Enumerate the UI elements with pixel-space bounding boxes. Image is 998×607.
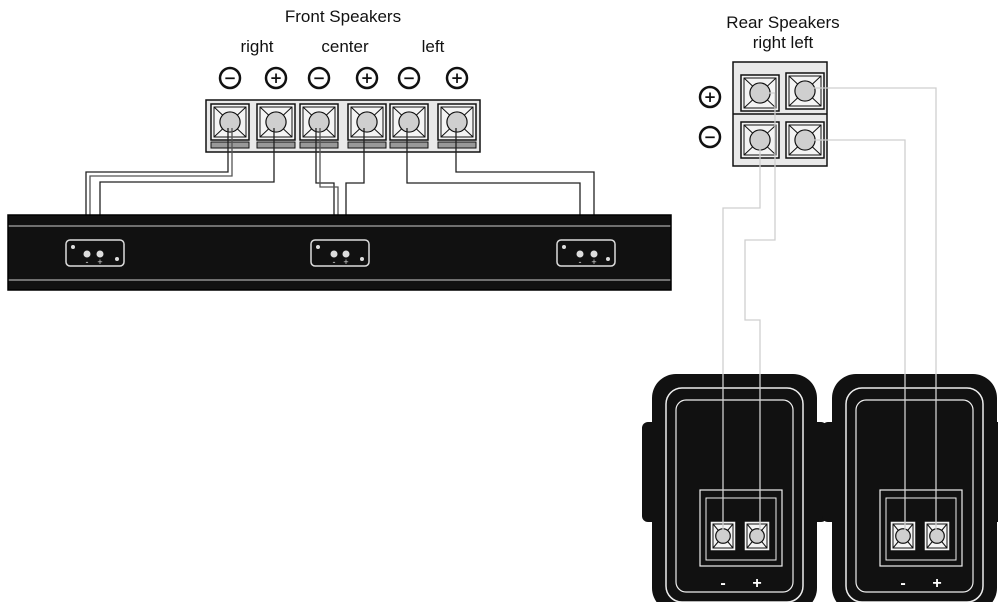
front-polarity-minus-1-icon: − xyxy=(218,66,242,90)
front-terminal-6 xyxy=(437,103,477,141)
rear-speaker-left-terminal-minus xyxy=(889,520,917,552)
front-terminal-3 xyxy=(299,103,339,141)
svg-text:-: - xyxy=(579,257,582,267)
rear-speaker-left-plus-label: + xyxy=(932,575,941,592)
svg-text:+: + xyxy=(97,257,102,267)
rear-polarity-minus-icon: − xyxy=(698,125,722,149)
rear-speaker-right-plus-label: + xyxy=(752,575,761,592)
front-terminal-5 xyxy=(389,103,429,141)
front-label-left: left xyxy=(422,37,445,56)
front-speakers-title: Front Speakers xyxy=(285,7,401,26)
front-terminal-block xyxy=(205,99,481,153)
front-polarity-plus-2-icon: + xyxy=(355,66,379,90)
rear-wires xyxy=(722,87,937,535)
rear-speaker-right-terminal-plus xyxy=(743,520,771,552)
svg-text:−: − xyxy=(403,69,416,87)
rear-speaker-left-terminal-plus xyxy=(923,520,951,552)
rear-speaker-left-minus-label: - xyxy=(900,575,905,592)
rear-terminal-left-plus xyxy=(785,72,825,110)
rear-polarity-plus-icon: + xyxy=(698,85,722,109)
svg-text:-: - xyxy=(86,257,89,267)
svg-text:−: − xyxy=(704,128,717,146)
bar-terminal-right: - + xyxy=(65,239,125,267)
svg-text:+: + xyxy=(451,69,464,87)
svg-text:+: + xyxy=(343,257,348,267)
rear-speaker-right-minus-label: - xyxy=(720,575,725,592)
front-polarity-minus-2-icon: − xyxy=(307,66,331,90)
svg-text:+: + xyxy=(591,257,596,267)
rear-speakers-title: Rear Speakers xyxy=(726,13,839,32)
rear-terminal-block xyxy=(732,61,828,167)
front-polarity-minus-3-icon: − xyxy=(397,66,421,90)
front-label-center: center xyxy=(321,37,369,56)
rear-speaker-right: -+ xyxy=(642,374,827,607)
front-polarity-plus-3-icon: + xyxy=(445,66,469,90)
bar-terminal-left: - + xyxy=(556,239,616,267)
svg-text:-: - xyxy=(333,257,336,267)
rear-speaker-left: -+ xyxy=(822,374,998,607)
svg-text:+: + xyxy=(361,69,374,87)
svg-text:+: + xyxy=(270,69,283,87)
front-label-right: right xyxy=(240,37,273,56)
front-terminal-2 xyxy=(256,103,296,141)
front-polarity-plus-1-icon: + xyxy=(264,66,288,90)
rear-speakers-subtitle: right left xyxy=(753,33,814,52)
bar-terminal-center: - + xyxy=(310,239,370,267)
svg-text:+: + xyxy=(704,88,717,106)
svg-text:−: − xyxy=(313,69,326,87)
front-terminal-1 xyxy=(210,103,250,141)
svg-text:−: − xyxy=(224,69,237,87)
front-terminal-4 xyxy=(347,103,387,141)
